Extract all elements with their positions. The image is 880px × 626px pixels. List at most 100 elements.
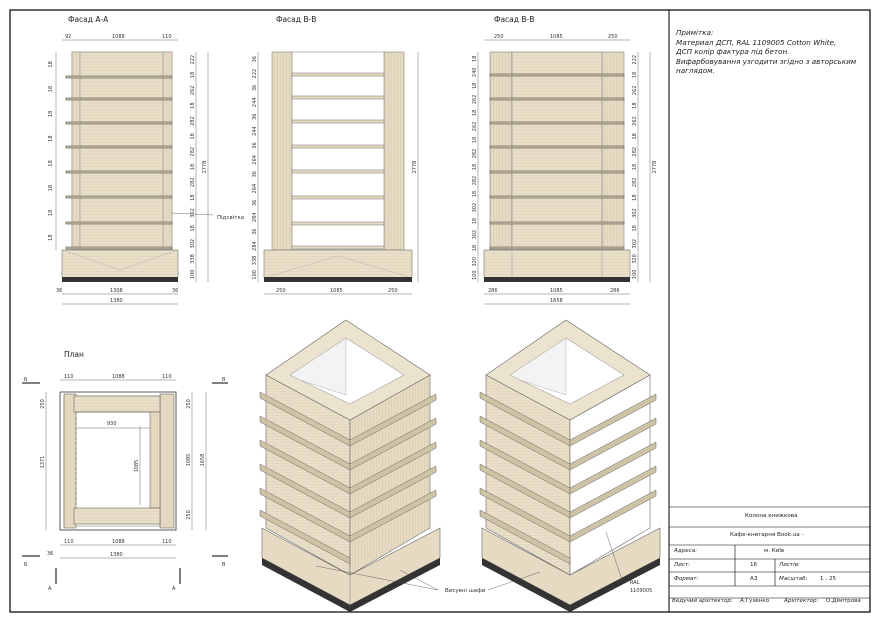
facade-aa-right-dim-14: 338 (190, 254, 196, 264)
note-line-1: Материал ДСП, RAL 1109005 Cotton White, (676, 37, 837, 47)
tb-client: Кафе-книгарня Book.ua - (730, 532, 804, 538)
note-line-4: наглядом. (676, 66, 715, 76)
facade-aa-right-dim-4: 18 (190, 102, 196, 108)
tb-scale: 1 : 25 (820, 576, 837, 582)
plan-inner-depth-dim: 1085 (134, 460, 140, 473)
facade-bb2-left-dim-1: 18 (472, 56, 478, 62)
plan-top-dim-1: 110 (64, 374, 74, 380)
facade-aa-left-dim-5: 18 (48, 160, 54, 166)
plan-right-inner-dim: 1085 (186, 454, 192, 467)
plan-marker-b-top: Б (24, 377, 28, 383)
isometric-view-1 (259, 319, 441, 612)
facade-bb2-left-dim-6: 262 (472, 122, 478, 132)
facade-aa-right-dim-10: 18 (190, 194, 196, 200)
plan-drawing (22, 379, 228, 584)
note-block: Примітка: Материал ДСП, RAL 1109005 Cott… (676, 28, 871, 76)
plan-marker-v-bottom: В (222, 562, 226, 568)
facade-bb2-right-dim-11: 302 (632, 208, 638, 218)
facade-bb2-left-dim-10: 282 (472, 176, 478, 186)
facade-bb2-left-dim-5: 18 (472, 110, 478, 116)
tb-sheet: 16 (750, 562, 758, 568)
facade-bb1-height: 2778 (412, 161, 418, 174)
facade-bb2-left-dim-4: 262 (472, 95, 478, 105)
facade-bb2-bottom-dim-3: 286 (610, 288, 620, 294)
tb-lead: А.Гузенко (740, 598, 770, 604)
plan-title: План (64, 350, 84, 359)
facade-bb2-right-dim-13: 302 (632, 239, 638, 249)
tb-sheet-label: Лист: (674, 562, 691, 568)
facade-bb2-right-dim-12: 18 (632, 225, 638, 231)
facade-bb2-right-dim-9: 282 (632, 178, 638, 188)
plan-right-top-dim: 250 (186, 399, 192, 409)
facade-aa-title: Фасад А-А (68, 15, 109, 24)
ral-code: 1109005 (630, 588, 652, 594)
plan-bottom-dim-3: 110 (162, 539, 172, 545)
facade-bb2-top-dim-2: 1085 (550, 34, 563, 40)
plan-marker-a-left: А (48, 586, 52, 592)
tb-format: А3 (750, 576, 758, 582)
plan-marker-a-right: А (172, 586, 176, 592)
plan-marker-b-bottom: Б (24, 562, 28, 568)
facade-bb2-left-dim-11: 18 (472, 191, 478, 197)
facade-bb1-left-dim-13: 36 (252, 229, 258, 235)
facade-bb2-left-dim-7: 18 (472, 137, 478, 143)
facade-bb2-left-dim-15: 18 (472, 245, 478, 251)
plan-top-dim-3: 110 (162, 374, 172, 380)
note-line-3: Вифарбовування узгодити згідно з авторсь… (676, 56, 857, 66)
tb-arch: О.Дімітрова (826, 598, 861, 604)
facade-bb2-right-dim-14: 320 (632, 254, 638, 264)
plan-bottom-dim-2: 1088 (112, 539, 125, 545)
tb-sheets-label: Листів: (779, 562, 800, 568)
facade-aa-left-dim-1: 18 (48, 61, 54, 67)
facade-bb2-right-dim-2: 18 (632, 72, 638, 78)
title-block-frame (669, 506, 870, 599)
facade-bb1-left-dim-4: 244 (252, 98, 258, 108)
plan-top-dim-2: 1088 (112, 374, 125, 380)
note-heading: Примітка: (676, 28, 714, 37)
plan-bottom-left-dim: 36 (47, 551, 53, 557)
plan-depth-total-dim: 1658 (200, 454, 206, 467)
facade-aa-left-dim-2: 18 (48, 86, 54, 92)
facade-bb2-left-dim-17: 100 (472, 270, 478, 280)
facade-bb2-right-dim-6: 18 (632, 133, 638, 139)
facade-bb2-left-dim-12: 302 (472, 203, 478, 213)
facade-bb1-left-dim-5: 36 (252, 114, 258, 120)
plan-left-dim: 1371 (40, 456, 46, 469)
facade-bb1-left-dim-3: 36 (252, 85, 258, 91)
facade-bb2-right-dim-10: 18 (632, 194, 638, 200)
facade-bb2-total: 1658 (550, 298, 563, 304)
facade-bb1-left-dim-11: 36 (252, 200, 258, 206)
tb-lead-label: Ведучий архітектор: (672, 598, 733, 604)
facade-aa-top-dim-3: 110 (162, 34, 172, 40)
facade-aa-right-dim-12: 18 (190, 225, 196, 231)
facade-bb1-left-dim-15: 338 (252, 256, 258, 266)
facade-bb1-bottom-dim-2: 1085 (330, 288, 343, 294)
facade-aa-right-dim-2: 18 (190, 72, 196, 78)
facade-aa-left-dim-6: 18 (48, 185, 54, 191)
facade-aa-right-dim-6: 18 (190, 133, 196, 139)
shelf-label: Підсвітка (217, 215, 244, 221)
facade-bb2-left-dim-8: 282 (472, 149, 478, 159)
tb-arch-label: Архітектор: (784, 598, 819, 604)
facade-bb2-right-dim-5: 262 (632, 116, 638, 126)
tb-scale-label: Масштаб: (779, 576, 808, 582)
facade-bb1-left-dim-8: 264 (252, 155, 258, 165)
facade-bb2-height: 2778 (652, 161, 658, 174)
facade-bb2-right-dim-4: 18 (632, 102, 638, 108)
isometric-view-2 (315, 319, 661, 612)
facade-aa-left-dim-7: 18 (48, 210, 54, 216)
tb-object: Колона книжкова (745, 513, 798, 519)
facade-bb1-title: Фасад В-В (276, 15, 316, 24)
plan-right-bottom-dim: 250 (186, 510, 192, 520)
facade-aa-top-dim-2: 1088 (112, 34, 125, 40)
facade-aa-right-dim-3: 262 (190, 86, 196, 96)
facade-aa-left-dim-4: 18 (48, 135, 54, 141)
facade-bb2-left-dim-2: 240 (472, 68, 478, 78)
facade-aa-height: 2778 (202, 161, 208, 174)
plan-bottom-dim-1: 110 (64, 539, 74, 545)
note-line-2: ДСП колір фактура під бетон. (676, 47, 790, 57)
facade-bb2-right-dim-15: 100 (632, 270, 638, 280)
plan-marker-v-top: В (222, 377, 226, 383)
facade-aa-right-dim-5: 282 (190, 116, 196, 126)
